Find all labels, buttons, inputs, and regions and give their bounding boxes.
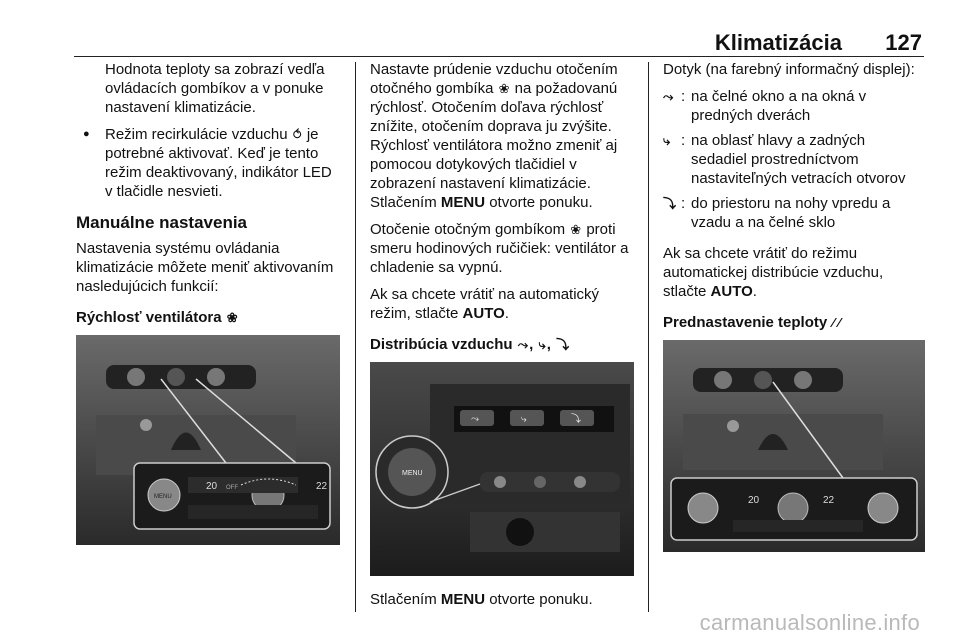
display-temp-left: 20 (748, 495, 760, 506)
caption: Stlačením MENU otvorte ponuku. (370, 591, 593, 608)
subheading: Rýchlosť ventilátora ❀ (76, 309, 238, 326)
definition-item: ⤳ : na čelné okno a na okná v predných d… (663, 88, 867, 124)
fan-icon: ❀ (226, 310, 238, 325)
page-title: Klimatizácia (714, 30, 842, 55)
subheading: Distribúcia vzduchu ⤳, ⤷, ⤵ (370, 336, 570, 353)
display-temp-right: 22 (823, 495, 835, 506)
paragraph: Dotyk (na farebný informačný displej): (663, 61, 915, 78)
knob-menu-label: MENU (154, 494, 172, 500)
knob-menu-label: MENU (402, 470, 423, 477)
paragraph: Hodnota teploty sa zobrazí vedľa ovládac… (105, 61, 325, 116)
column-divider-1 (355, 62, 356, 612)
header-rule (74, 56, 924, 57)
column-divider-2 (648, 62, 649, 612)
windshield-air-icon: ⤳ (663, 89, 674, 104)
paragraph: Nastavenia systému ovládania klimatizáci… (76, 240, 334, 295)
temperature-icon: ⁄ ⁄ (832, 315, 841, 330)
photo-illustration: ⤳ ⤷ ⤵ MENU (370, 362, 634, 576)
definition-item: ⤵ : do priestoru na nohy vpredu a vzadu … (663, 195, 891, 231)
foot-air-icon: ⤵ (556, 337, 570, 352)
watermark: carmanualsonline.info (699, 610, 920, 635)
paragraph: Ak sa chcete vrátiť do režimu automatick… (663, 245, 884, 300)
display-temp-left: 20 (206, 481, 218, 492)
foot-air-icon: ⤵ (663, 196, 677, 211)
subheading: Prednastavenie teploty ⁄ ⁄ (663, 314, 841, 331)
paragraph: Otočenie otočným gombíkom ❀ proti smeru … (370, 221, 629, 276)
column-3: Dotyk (na farebný informačný displej): ⤳… (663, 60, 925, 612)
bullet-item: Režim recirkulácie vzduchu ⥀ je potrebné… (76, 125, 342, 201)
recirculation-icon: ⥀ (292, 127, 302, 142)
display-off-label: OFF (226, 485, 238, 491)
windshield-air-icon: ⤳ (517, 337, 529, 352)
air-distribution-photo: ⤳ ⤷ ⤵ MENU (370, 362, 634, 576)
climate-control-photo: 20 22 OFF MENU (76, 335, 340, 545)
page-header: Klimatizácia 127 (0, 30, 922, 60)
svg-text:⤳: ⤳ (471, 414, 479, 425)
face-air-icon: ⤷ (663, 133, 671, 148)
photo-illustration: 20 22 OFF MENU (76, 335, 340, 545)
svg-text:⤵: ⤵ (571, 413, 581, 425)
section-heading: Manuálne nastavenia (76, 213, 248, 232)
column-1: Hodnota teploty sa zobrazí vedľa ovládac… (76, 60, 342, 612)
page-number: 127 (885, 30, 922, 55)
paragraph: Nastavte prúdenie vzduchu otočením otočn… (370, 61, 618, 211)
face-air-icon: ⤷ (538, 337, 546, 352)
paragraph: Ak sa chcete vrátiť na automatický režim… (370, 286, 600, 322)
definition-item: ⤷ : na oblasť hlavy a zadných sedadiel p… (663, 132, 906, 187)
fan-icon: ❀ (498, 81, 510, 96)
svg-text:⤷: ⤷ (521, 414, 527, 425)
temperature-preset-photo: 20 22 (663, 340, 925, 552)
photo-illustration: 20 22 (663, 340, 925, 552)
column-2: Nastavte prúdenie vzduchu otočením otočn… (370, 60, 636, 612)
fan-icon: ❀ (570, 222, 582, 237)
display-temp-right: 22 (316, 481, 328, 492)
